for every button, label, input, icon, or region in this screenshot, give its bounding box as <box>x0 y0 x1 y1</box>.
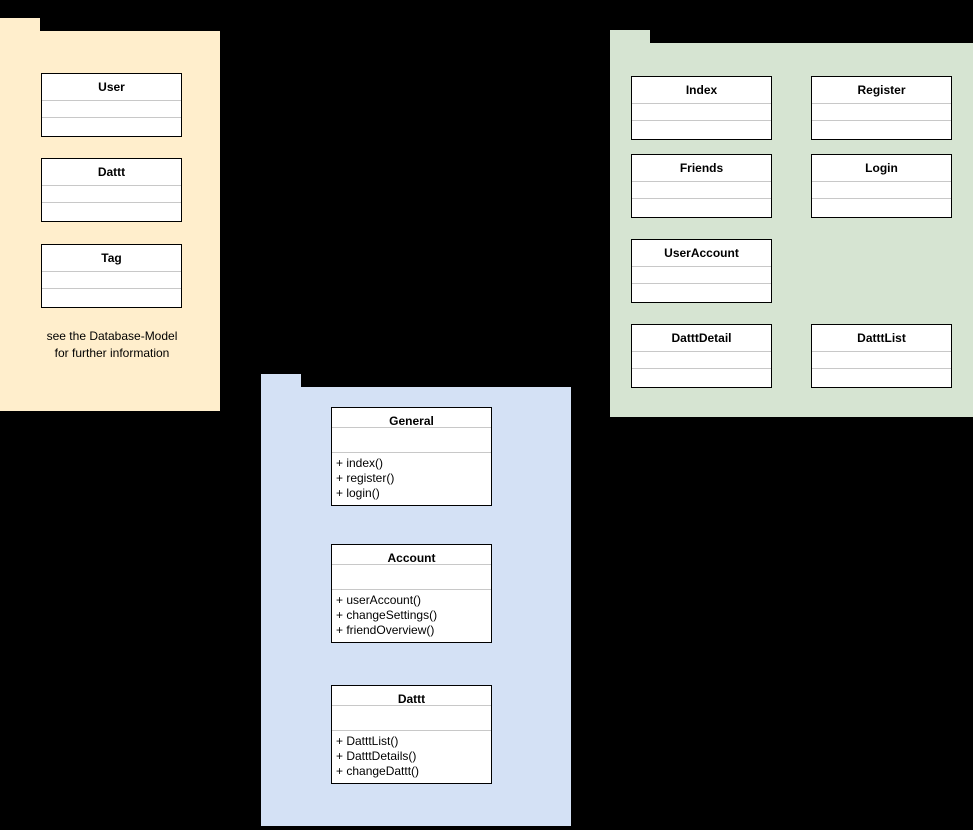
class-name-datttdetail: DatttDetail <box>632 325 771 352</box>
class-name-friends: Friends <box>632 155 771 182</box>
class-attributes-dattt-controller <box>332 706 491 731</box>
class-box-user[interactable]: User <box>41 73 182 137</box>
class-name-datttlist: DatttList <box>812 325 951 352</box>
class-box-useraccount[interactable]: UserAccount <box>631 239 772 303</box>
class-operations-index <box>632 121 771 139</box>
class-attributes-datttdetail <box>632 352 771 370</box>
operation-item: + changeSettings() <box>336 608 438 622</box>
class-operations-user <box>42 118 181 136</box>
operation-item: + userAccount() <box>336 593 422 607</box>
operation-item: + friendOverview() <box>336 623 435 637</box>
class-box-dattt-controller[interactable]: Dattt + DatttList() + DatttDetails() + c… <box>331 685 492 784</box>
class-box-general[interactable]: General + index() + register() + login() <box>331 407 492 506</box>
class-operations-login <box>812 199 951 217</box>
class-operations-useraccount <box>632 284 771 302</box>
package-view[interactable]: Index Register Friends Login UserAccount… <box>610 30 973 417</box>
class-box-register[interactable]: Register <box>811 76 952 140</box>
class-name-dattt-controller: Dattt <box>332 686 491 706</box>
class-name-useraccount: UserAccount <box>632 240 771 267</box>
operation-item: + register() <box>336 471 395 485</box>
class-attributes-user <box>42 101 181 119</box>
class-box-account[interactable]: Account + userAccount() + changeSettings… <box>331 544 492 643</box>
class-operations-account: + userAccount() + changeSettings() + fri… <box>332 590 491 642</box>
class-operations-datttdetail <box>632 369 771 387</box>
class-operations-datttlist <box>812 369 951 387</box>
operation-item: + DatttDetails() <box>336 749 417 763</box>
class-name-user: User <box>42 74 181 101</box>
class-box-tag[interactable]: Tag <box>41 244 182 308</box>
class-name-register: Register <box>812 77 951 104</box>
class-attributes-datttlist <box>812 352 951 370</box>
class-operations-register <box>812 121 951 139</box>
class-name-tag: Tag <box>42 245 181 272</box>
class-attributes-friends <box>632 182 771 200</box>
class-operations-dattt-controller: + DatttList() + DatttDetails() + changeD… <box>332 731 491 783</box>
operation-item: + login() <box>336 486 380 500</box>
operation-item: + index() <box>336 456 384 470</box>
class-operations-general: + index() + register() + login() <box>332 453 491 505</box>
operation-item: + DatttList() <box>336 734 399 748</box>
class-attributes-useraccount <box>632 267 771 285</box>
class-operations-friends <box>632 199 771 217</box>
class-attributes-general <box>332 428 491 453</box>
class-box-login[interactable]: Login <box>811 154 952 218</box>
package-data[interactable]: User Dattt Tag see the Database-Model fo… <box>0 18 220 411</box>
class-attributes-index <box>632 104 771 122</box>
class-box-index[interactable]: Index <box>631 76 772 140</box>
class-attributes-account <box>332 565 491 590</box>
class-attributes-register <box>812 104 951 122</box>
class-name-general: General <box>332 408 491 428</box>
class-name-dattt: Dattt <box>42 159 181 186</box>
package-controller[interactable]: General + index() + register() + login()… <box>261 374 571 826</box>
class-attributes-dattt <box>42 186 181 204</box>
package-tab-controller <box>261 374 301 387</box>
class-box-datttlist[interactable]: DatttList <box>811 324 952 388</box>
package-tab-data <box>0 18 40 31</box>
class-name-login: Login <box>812 155 951 182</box>
class-name-index: Index <box>632 77 771 104</box>
class-attributes-login <box>812 182 951 200</box>
class-operations-dattt <box>42 203 181 221</box>
package-note-data: see the Database-Model for further infor… <box>46 329 178 360</box>
class-attributes-tag <box>42 272 181 290</box>
class-box-dattt[interactable]: Dattt <box>41 158 182 222</box>
class-box-datttdetail[interactable]: DatttDetail <box>631 324 772 388</box>
class-operations-tag <box>42 289 181 307</box>
class-box-friends[interactable]: Friends <box>631 154 772 218</box>
class-name-account: Account <box>332 545 491 565</box>
operation-item: + changeDattt() <box>336 764 420 778</box>
package-tab-view <box>610 30 650 43</box>
